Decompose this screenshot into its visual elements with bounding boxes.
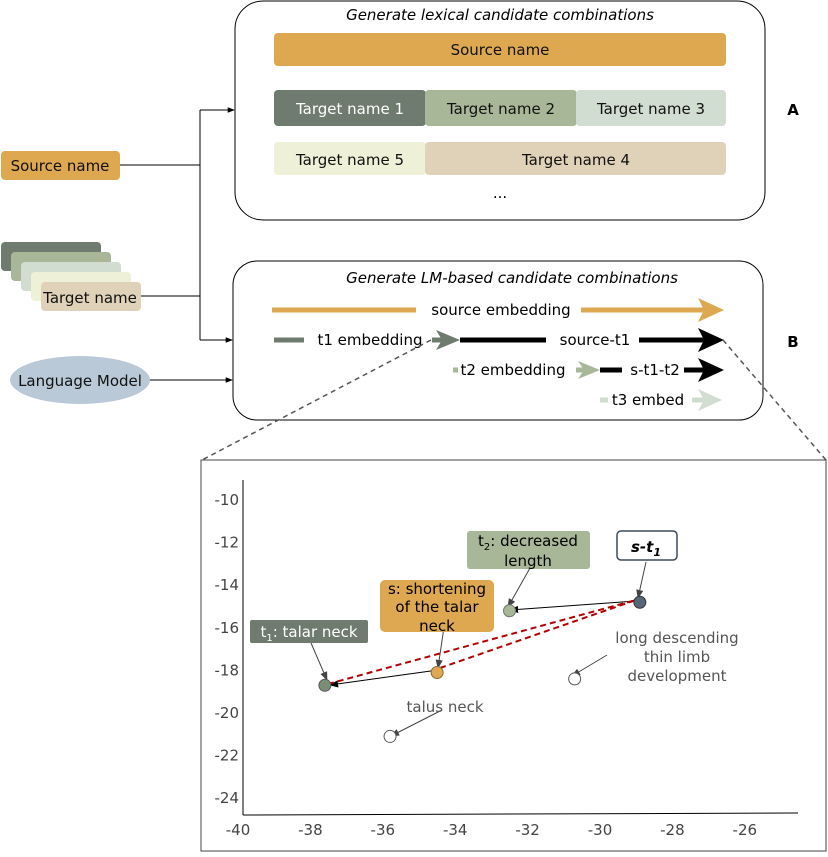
arrow-t3-embed <box>600 389 722 411</box>
dashed-s-to-st1 <box>439 599 637 669</box>
x-tick-label: -38 <box>298 821 323 839</box>
label-t1: t1: talar neck <box>260 623 357 644</box>
label-s-t1-t2: s-t1-t2 <box>630 361 680 379</box>
label-t1-box <box>250 620 368 643</box>
panel-a-ellipsis: ... <box>493 184 507 202</box>
panel-a-letter: A <box>787 101 799 119</box>
target-box-4 <box>425 142 726 175</box>
scatter-point <box>503 604 516 618</box>
label-t3-embed: t3 embed <box>612 391 684 409</box>
label-long-3: development <box>628 667 727 685</box>
x-tick-label: -36 <box>371 821 396 839</box>
scatter-point <box>633 595 647 609</box>
panel-b-letter: B <box>787 333 798 351</box>
input-source-box <box>1 151 120 180</box>
input-language-model <box>10 356 150 404</box>
target-label-1: Target name 1 <box>295 100 404 118</box>
input-target-label: Target name <box>42 289 137 307</box>
panel-a-title: Generate lexical candidate combinations <box>346 6 654 24</box>
x-tick-label: -40 <box>226 821 251 839</box>
target-box-5 <box>274 142 426 175</box>
label-source-t1: source-t1 <box>560 331 631 349</box>
target-box-2 <box>425 90 577 126</box>
label-t2-embedding: t2 embedding <box>460 361 565 379</box>
y-tick-label: -10 <box>215 491 240 509</box>
y-tick-label: -24 <box>215 789 240 807</box>
label-st1: s-t1 <box>631 538 661 559</box>
label-long-2: thin limb <box>644 648 710 666</box>
arrow-t1-embedding <box>274 330 460 350</box>
arrow-s-t1-t2 <box>600 358 724 382</box>
input-connectors <box>120 107 235 383</box>
target-label-4: Target name 4 <box>521 151 630 169</box>
target-box-3 <box>576 90 726 126</box>
x-tick-label: -34 <box>443 821 468 839</box>
vector-s-minus-t1 <box>509 600 637 614</box>
label-t2-line2: length <box>504 552 552 570</box>
input-language-model-label: Language Model <box>18 372 142 390</box>
target-box-1 <box>274 90 426 126</box>
label-s-line3: neck <box>419 617 455 635</box>
x-tick-label: -26 <box>733 821 758 839</box>
x-axis <box>242 812 799 816</box>
label-t2-box <box>467 531 590 569</box>
target-label-2: Target name 2 <box>446 100 555 118</box>
y-tick-label: -22 <box>215 747 240 765</box>
scatter-point <box>568 672 582 686</box>
label-st1-box <box>616 530 678 561</box>
y-tick-label: -18 <box>215 661 240 679</box>
label-source-embedding: source embedding <box>431 301 570 319</box>
scatter-point <box>383 729 397 743</box>
label-t1-embedding: t1 embedding <box>317 331 422 349</box>
label-t2-line1: t2: decreased <box>478 532 578 553</box>
input-target-stack <box>1 242 141 311</box>
scatter-point <box>318 678 332 692</box>
y-tick-label: -14 <box>215 576 240 594</box>
zoom-line-left <box>201 339 432 461</box>
y-tick-label: -20 <box>215 704 240 722</box>
vector-t1-to-s <box>329 669 439 688</box>
y-tick-label: -12 <box>215 534 240 552</box>
panel-a-source-box <box>274 33 726 66</box>
arrow-source-t1 <box>460 328 724 352</box>
label-pointers <box>310 561 647 737</box>
scatter-point <box>430 666 444 680</box>
target-label-3: Target name 3 <box>596 100 705 118</box>
label-s-line1: s: shortening <box>388 580 486 598</box>
arrow-t2-embedding <box>453 361 600 379</box>
label-long-1: long descending <box>615 629 738 647</box>
input-source-label: Source name <box>11 157 110 175</box>
label-talus-neck: talus neck <box>407 698 484 716</box>
x-tick-label: -28 <box>660 821 685 839</box>
arrow-source-embedding <box>272 298 724 322</box>
dashed-t1-to-st1 <box>327 599 637 685</box>
chart-frame <box>200 459 827 852</box>
x-tick-label: -32 <box>515 821 540 839</box>
panel-b-title: Generate LM-based candidate combinations <box>346 269 678 287</box>
y-tick-label: -16 <box>215 619 240 637</box>
x-tick-label: -30 <box>588 821 613 839</box>
label-s-line2: of the talar <box>395 598 479 616</box>
panel-a-source-label: Source name <box>451 41 550 59</box>
label-s-box <box>380 580 494 632</box>
target-label-5: Target name 5 <box>295 151 404 169</box>
